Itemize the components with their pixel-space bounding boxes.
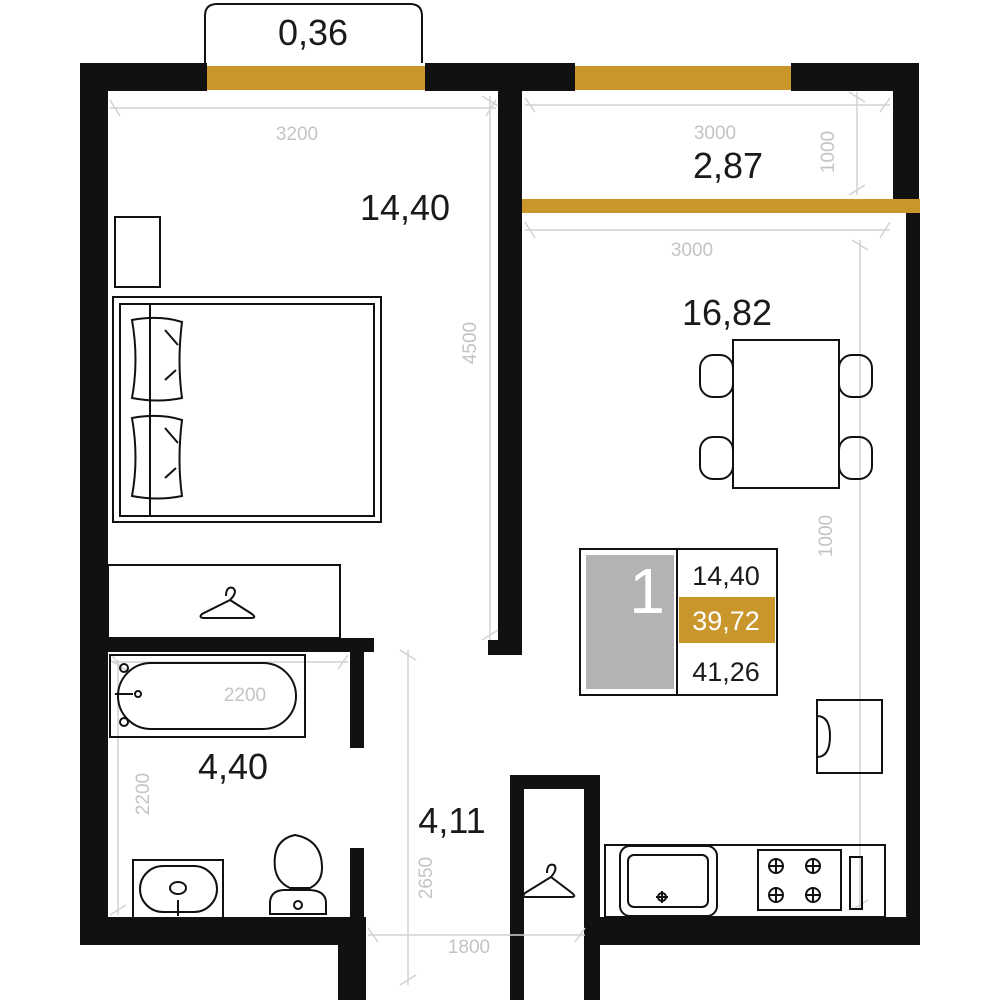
dim-hall-length: 2650 [416,857,437,899]
dim-bedroom-width: 3200 [276,124,318,145]
dim-bedroom-length: 4500 [460,322,481,364]
pillow-icon [130,414,184,500]
pillow-icon [130,316,184,402]
sink-icon [132,859,224,919]
area-summary-badge: 1 14,40 39,72 41,26 [579,548,778,696]
dim-living-length: 1000 [816,515,837,557]
wall-right-stub-b [914,845,920,915]
dim-bath-length: 2200 [133,773,154,815]
total-area-highlight [679,597,775,643]
chair-icon [838,354,873,398]
dim-hall-width: 1800 [448,937,490,958]
wall-bath-right-upper [350,645,364,748]
dim-loggia-depth: 1000 [818,131,839,173]
rooms-count: 1 [629,555,665,627]
wall-left-outer [80,63,108,943]
wall-bedroom-corner [488,640,522,655]
total-area-value: 39,72 [692,606,760,636]
nightstand-icon [114,216,161,288]
loggia-rail [522,199,920,213]
chair-icon [838,436,873,480]
window-bedroom [207,66,425,90]
bathroom-area: 4,40 [198,746,268,787]
wall-right-outer-top [893,63,919,203]
balcony-outline [204,3,423,63]
wall-bottom-left [80,917,360,945]
dim-living-width: 3000 [671,240,713,261]
wall-entry-left [338,917,366,1000]
toilet-icon [269,833,327,915]
chair-icon [699,354,734,398]
balcony-area: 0,36 [278,12,348,53]
wall-right-stub-a [914,700,920,770]
badge-border [579,548,778,696]
bathtub-icon [109,654,306,738]
wall-closet-left [510,775,524,1000]
living-area-value: 14,40 [692,561,760,591]
wall-closet-top [510,775,600,789]
loggia-area: 2,87 [693,145,763,186]
dim-bath-width: 2200 [224,685,266,706]
chair-icon [699,436,734,480]
wall-bottom-right [598,917,920,945]
bedroom-area: 14,40 [360,187,450,228]
stove-icon [757,849,863,911]
wall-bedroom-partition [498,85,522,655]
total-area-with-balcony-value: 41,26 [692,657,760,687]
wall-bath-right-lower [350,848,364,928]
windows [204,3,920,213]
window-loggia [575,66,791,90]
hanger-icon [199,586,256,619]
wall-closet-right [584,775,600,1000]
kitchen-sink-icon [619,845,718,917]
bed-icon [112,296,382,523]
living-kitchen-area: 16,82 [682,292,772,333]
wardrobe-icon [107,564,341,639]
walls [80,63,920,1000]
wall-right-outer [906,200,920,945]
hallway-area: 4,11 [418,800,485,841]
hanger-icon [522,863,576,898]
dining-table-icon [732,339,840,489]
wall-bath-top [104,638,374,652]
dim-loggia-width: 3000 [694,123,736,144]
kitchen-counter [604,844,886,918]
armchair-icon [816,699,883,774]
rooms-count-box [586,555,674,689]
